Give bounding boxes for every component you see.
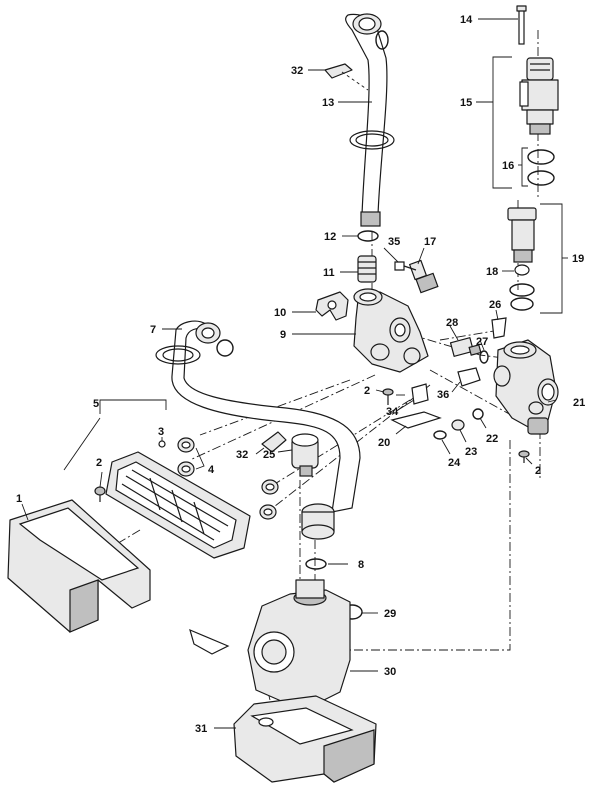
part-23-washer [451,419,465,431]
part-14-pin [516,5,527,45]
part-24-ring [433,430,447,440]
part-26-clip [491,317,507,339]
label-part-17: 17 [424,236,436,248]
part-17-sensor [403,259,439,294]
label-part-2-left: 2 [96,457,102,469]
part-7-heat-exchanger-pipe [155,320,361,540]
label-part-26: 26 [489,299,501,311]
label-part-1: 1 [16,493,22,505]
label-part-2-upper: 2 [364,385,370,397]
label-part-32-upper: 32 [291,65,303,77]
label-part-18: 18 [486,266,498,278]
part-4-seals [177,437,279,520]
part-1-insulation [7,499,151,633]
part-2-screw-left [94,486,106,502]
label-part-35: 35 [388,236,400,248]
part-32-clip-upper [324,63,369,91]
label-part-4: 4 [208,464,215,476]
label-part-3: 3 [158,426,164,438]
label-part-5: 5 [93,398,99,410]
part-8-gasket [305,558,327,570]
part-12-gasket [357,230,379,242]
label-part-14: 14 [460,14,473,26]
label-part-8: 8 [358,559,364,571]
part-20-clip [390,411,442,429]
part-34-bracket [411,383,429,405]
part-35-clip [394,261,405,271]
part-22-ring [472,408,484,420]
part-labels: 14 32 13 15 16 12 35 17 11 18 19 10 26 7… [16,14,585,735]
label-part-31: 31 [195,723,207,735]
label-part-27: 27 [476,336,488,348]
label-part-9: 9 [280,329,286,341]
label-part-32-lower: 32 [236,449,248,461]
part-32-clip-lower [261,431,287,453]
label-part-11: 11 [323,267,335,279]
label-part-2-right: 2 [535,465,541,477]
part-28-valve [449,337,482,357]
label-part-19: 19 [572,253,584,265]
label-part-29: 29 [384,608,396,620]
part-10-clip [315,291,349,321]
label-part-34: 34 [386,406,399,418]
label-part-23: 23 [465,446,477,458]
part-21-valve-body [493,339,559,435]
part-13-upper-pipe [345,13,395,227]
label-part-24: 24 [448,457,461,469]
part-27-seal [479,350,489,364]
label-part-10: 10 [274,307,286,319]
label-part-21: 21 [573,397,585,409]
part-19-filter-insert [507,207,537,311]
label-part-22: 22 [486,433,498,445]
label-part-25: 25 [263,449,275,461]
part-25-air-vent [291,433,319,477]
part-2-screw-upper [382,388,394,405]
part-3-plug [158,440,166,448]
label-part-30: 30 [384,666,396,678]
part-2-screw-right [518,450,530,463]
part-31-insulation-base [233,695,377,783]
label-part-12: 12 [324,231,336,243]
label-part-28: 28 [446,317,458,329]
part-15-valve-cartridge [519,57,559,135]
leader-lines [21,18,568,729]
part-9-hydraulic-block [353,288,429,373]
label-part-7: 7 [150,324,156,336]
part-11-filter-mesh [357,255,377,283]
label-part-20: 20 [378,437,390,449]
label-part-15: 15 [460,97,472,109]
label-part-13: 13 [322,97,334,109]
part-5-plate-heat-exchanger [105,451,251,559]
part-16-o-rings [527,149,555,186]
part-30-pump [189,579,351,705]
label-part-36: 36 [437,389,449,401]
label-part-16: 16 [502,160,514,172]
part-36-clip [457,367,481,387]
